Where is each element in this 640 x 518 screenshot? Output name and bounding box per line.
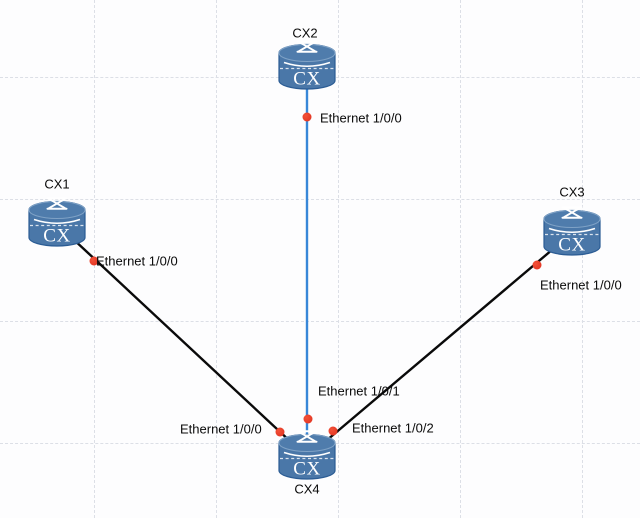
grid-line-vertical [460,0,461,518]
router-icon: CX [543,206,601,256]
device-label-cx1: CX1 [44,176,70,192]
router-icon-text: CX [293,69,320,90]
port-label-cx2: Ethernet 1/0/0 [320,110,402,126]
grid-line-vertical [338,0,339,518]
router-icon: CX [278,40,336,90]
grid-line-vertical [582,0,583,518]
port-dot-cx4 [275,427,285,437]
link-cx3-cx4[interactable] [305,231,574,459]
link-cx1-cx4[interactable] [55,222,309,459]
device-cx4[interactable]: CX [278,428,336,480]
device-label-cx3: CX3 [559,184,585,200]
router-icon: CX [278,430,336,480]
port-label-cx4: Ethernet 1/0/0 [180,421,262,437]
port-label-cx1: Ethernet 1/0/0 [96,253,178,269]
grid-line-vertical [216,0,217,518]
device-label-cx4: CX4 [294,481,320,497]
hourglass-fabric-icon [296,430,318,443]
hourglass-fabric-icon [46,197,68,210]
hourglass-fabric-icon [296,40,318,53]
device-cx3[interactable]: CX [543,204,601,256]
grid-line-horizontal [0,199,640,200]
router-icon-text: CX [43,226,70,247]
port-dot-cx1 [89,256,99,266]
router-icon-text: CX [293,459,320,480]
device-cx2[interactable]: CX [278,38,336,90]
port-label-cx4: Ethernet 1/0/2 [352,420,434,436]
router-icon: CX [28,197,86,247]
port-label-cx3: Ethernet 1/0/0 [540,277,622,293]
port-dot-cx2 [302,112,312,122]
router-icon-text: CX [558,235,585,256]
port-dot-cx4 [328,426,338,436]
hourglass-fabric-icon [561,206,583,219]
port-dot-cx3 [532,260,542,270]
port-dot-cx4 [303,414,313,424]
port-label-cx4: Ethernet 1/0/1 [318,383,400,399]
arc-icon [33,218,81,225]
arc-icon [283,61,331,68]
device-cx1[interactable]: CX [28,195,86,247]
arc-icon [548,227,596,234]
device-label-cx2: CX2 [292,25,318,41]
grid-line-horizontal [0,321,640,322]
arc-icon [283,451,331,458]
